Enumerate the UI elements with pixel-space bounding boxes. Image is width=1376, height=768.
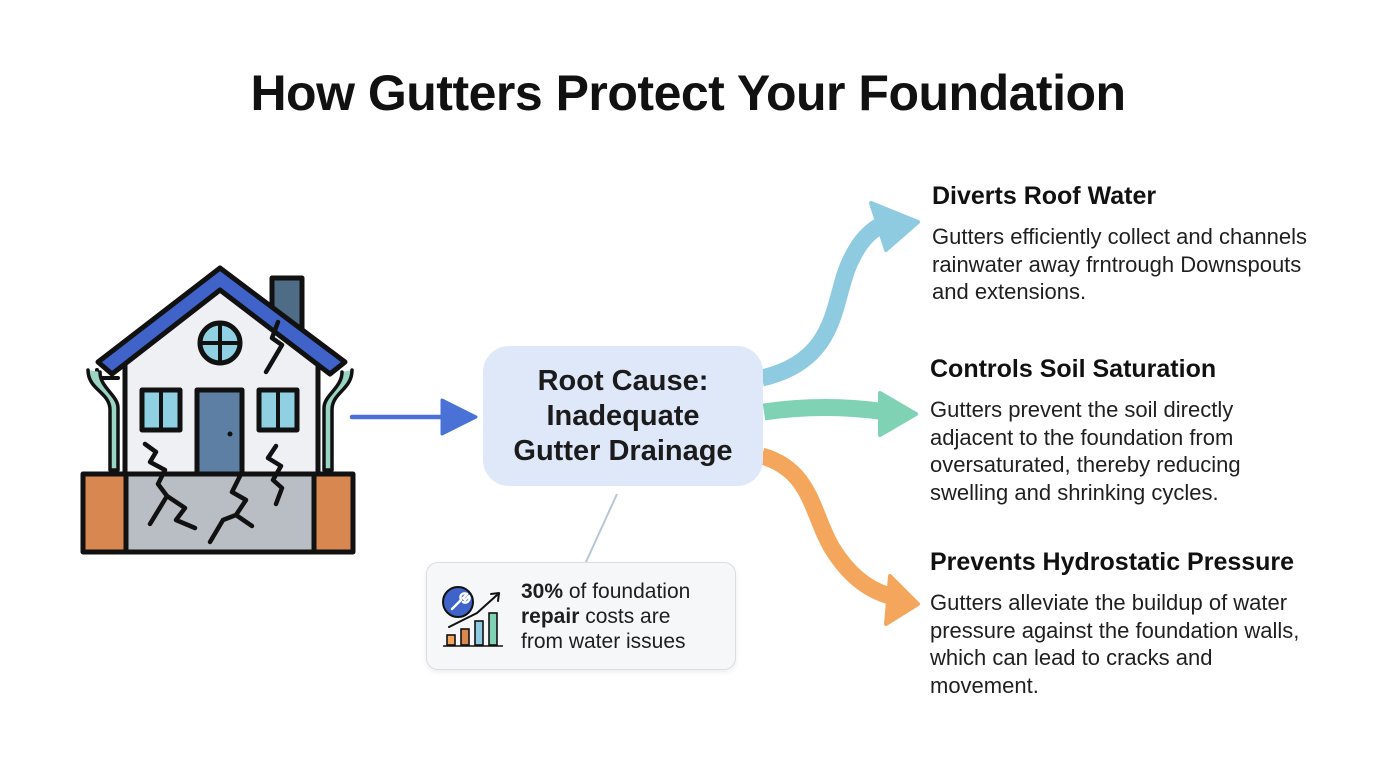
effect-arrow-1 — [759, 201, 920, 387]
house-icon — [80, 265, 356, 555]
stat-bold-1: 30% — [521, 580, 564, 603]
stat-card: 30% of foundation repair costs are from … — [426, 562, 736, 670]
crack-icon — [142, 319, 285, 545]
effect-arrow-2 — [762, 391, 918, 437]
wrench-chart-icon — [442, 586, 503, 647]
effect-body: Gutters prevent the soil directly adjace… — [930, 397, 1241, 505]
stat-text-2: costs are — [579, 605, 671, 628]
effect-heading: Diverts Roof Water — [932, 182, 1157, 210]
effect-heading: Prevents Hydrostatic Pressure — [930, 548, 1295, 576]
stat-bold-2: repair — [521, 605, 580, 628]
effect-prevents-hydrostatic-pressure: Prevents Hydrostatic Pressure Gutters al… — [930, 548, 1310, 699]
effect-body: Gutters efficiently collect and channels… — [932, 224, 1308, 304]
stat-text: 30% of foundation repair costs are from … — [521, 579, 731, 654]
effect-body: Gutters alleviate the buildup of water p… — [930, 590, 1300, 698]
root-cause-line1: Root Cause: — [537, 364, 709, 397]
effect-heading: Controls Soil Saturation — [930, 355, 1217, 383]
arrow-right-icon — [349, 398, 478, 436]
effect-diverts-roof-water: Diverts Roof Water Gutters efficiently c… — [932, 182, 1312, 306]
effect-controls-soil-saturation: Controls Soil Saturation Gutters prevent… — [930, 355, 1310, 506]
effect-arrow-3 — [759, 447, 920, 626]
root-cause-box: Root Cause: Inadequate Gutter Drainage — [483, 346, 763, 486]
root-cause-line2: Inadequate — [546, 399, 700, 432]
root-cause-line3: Gutter Drainage — [513, 434, 733, 467]
page-title: How Gutters Protect Your Foundation — [250, 65, 1126, 121]
stat-text-1: of foundation — [563, 580, 691, 603]
stat-connector-line — [585, 493, 618, 563]
stat-text-3: from water issues — [521, 630, 686, 653]
